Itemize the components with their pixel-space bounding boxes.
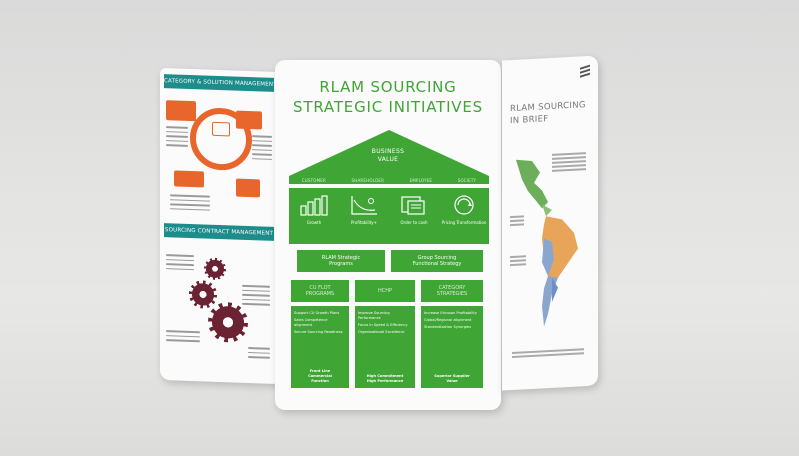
- roof-label-1: BUSINESS: [371, 148, 405, 155]
- col2-item: Focus in Speed & Efficiency: [358, 323, 408, 327]
- col3-footer: Superior Supplier Value: [423, 374, 481, 384]
- col1-footer: Front Line Commercial Function: [293, 369, 347, 384]
- col1-item: Secure Sourcing Readiness: [294, 330, 343, 334]
- beam-label-employee: EMPLOYEE: [409, 177, 433, 183]
- column-hchp: Improve Sourcing Performance Focus in Sp…: [355, 306, 415, 388]
- gear-icon-small: [206, 259, 224, 279]
- value-icon-band: Growth Profitability+ Order to cash: [289, 188, 489, 244]
- roof-label-2: VALUE: [377, 156, 399, 163]
- right-title-line-1: RLAM SOURCING: [510, 100, 586, 115]
- col1-head-line-1: CU FLOT: [309, 285, 331, 291]
- pill-b-line-2: Functional Strategy: [412, 261, 462, 267]
- rlam-strategic-programs-box: RLAM Strategic Programs: [297, 250, 385, 272]
- col3-foot-line: Superior Supplier: [434, 374, 470, 378]
- col2-head-line-1: HCHP: [377, 288, 393, 294]
- col3-item: Global/Regional alignment: [424, 318, 472, 322]
- col1-item: Support CU Growth Plans: [294, 311, 340, 315]
- beam-label-customer: CUSTOMER: [301, 177, 326, 183]
- center-brochure-panel: RLAM SOURCING STRATEGIC INITIATIVES BUSI…: [275, 60, 501, 410]
- col3-item: Increase Ericsson Profitability: [424, 311, 477, 315]
- group-sourcing-strategy-box: Group Sourcing Functional Strategy: [391, 250, 483, 272]
- sourcing-contract-header: SOURCING CONTRACT MANAGEMENT: [164, 223, 274, 241]
- fine-print-right-a: [252, 135, 272, 163]
- icon-label-growth: Growth: [306, 220, 322, 225]
- latin-america-map-icon: [516, 159, 578, 327]
- ericsson-logo-icon: [580, 64, 590, 81]
- gear-icon-medium: [192, 283, 214, 306]
- icon-cell-growth: Growth: [291, 194, 337, 225]
- column-head-hchp: HCHP: [355, 280, 415, 302]
- col2-foot-line: High Performance: [366, 379, 404, 383]
- transformation-icon: [454, 195, 474, 215]
- col1-item: Sales Competence alignment: [294, 318, 328, 327]
- col3-item: Standardization Synergies: [424, 325, 472, 329]
- icon-cell-order: Order to cash: [391, 194, 437, 225]
- pill-b-line-1: Group Sourcing: [417, 255, 457, 261]
- map-callout-b: [510, 215, 524, 228]
- gear-icon-large: [212, 305, 244, 339]
- beam-label-shareholder: SHAREHOLDER: [351, 177, 385, 183]
- map-callout-a: [552, 152, 586, 174]
- title-line-1: RLAM SOURCING: [319, 78, 457, 96]
- icon-cell-transformation: Pricing Transformation: [441, 194, 487, 225]
- order-to-cash-icon: [401, 196, 425, 215]
- stakeholder-beam: CUSTOMER SHAREHOLDER EMPLOYEE SOCIETY: [289, 176, 489, 184]
- left-brochure-panel: CATEGORY & SOLUTION MANAGEMENT SOURCING …: [160, 67, 278, 385]
- right-brochure-panel: RLAM SOURCING IN BRIEF: [502, 55, 598, 391]
- growth-bars-icon: [300, 195, 328, 216]
- profitability-chart-icon: [351, 196, 377, 215]
- col3-head-line-1: CATEGORY: [438, 285, 466, 291]
- col3-head-line-2: STRATEGIES: [436, 291, 468, 297]
- pill-a-line-2: Programs: [329, 261, 353, 267]
- pill-a-line-1: RLAM Strategic: [321, 255, 361, 261]
- fine-print-bottom-c: [248, 347, 270, 361]
- column-head-cu-flot: CU FLOT PROGRAMS: [291, 280, 349, 302]
- col1-foot-line: Front Line: [309, 369, 331, 373]
- category-solution-header: CATEGORY & SOLUTION MANAGEMENT: [164, 74, 274, 92]
- col2-item: Improve Sourcing Performance: [358, 311, 390, 320]
- col1-head-line-2: PROGRAMS: [305, 291, 335, 297]
- fine-print-left-a: [166, 126, 188, 149]
- col3-foot-line: Value: [446, 379, 458, 383]
- icon-cell-profitability: Profitability+: [341, 194, 387, 225]
- fine-print-bottom-b: [166, 330, 200, 345]
- right-title-line-2: IN BRIEF: [510, 114, 549, 127]
- column-cu-flot: Support CU Growth Plans Sales Competence…: [291, 306, 349, 388]
- orange-box-top-left: [166, 100, 196, 122]
- col2-footer: High Commitment High Performance: [357, 374, 413, 384]
- col1-foot-line: Commercial: [308, 374, 332, 378]
- fine-print-left-b: [166, 254, 194, 273]
- col2-item: Organizational Excellence: [358, 330, 405, 334]
- map-callout-c: [510, 255, 526, 268]
- people-icon: [212, 121, 230, 137]
- icon-label-transformation: Pricing Transformation: [441, 220, 487, 225]
- orange-box-bottom-right: [236, 178, 260, 198]
- icon-label-profitability: Profitability+: [350, 220, 378, 225]
- icon-label-order: Order to cash: [400, 220, 428, 225]
- column-category: Increase Ericsson Profitability Global/R…: [421, 306, 483, 388]
- col2-foot-line: High Commitment: [366, 374, 404, 378]
- fine-print-bottom-a: [170, 194, 210, 213]
- orange-box-bottom-left: [174, 170, 204, 188]
- col1-foot-line: Function: [311, 379, 329, 383]
- column-head-category: CATEGORY STRATEGIES: [421, 280, 483, 302]
- fine-print-right-b: [242, 284, 270, 308]
- title-line-2: STRATEGIC INITIATIVES: [293, 98, 483, 116]
- beam-label-society: SOCIETY: [457, 177, 477, 183]
- footer-text: [512, 348, 584, 360]
